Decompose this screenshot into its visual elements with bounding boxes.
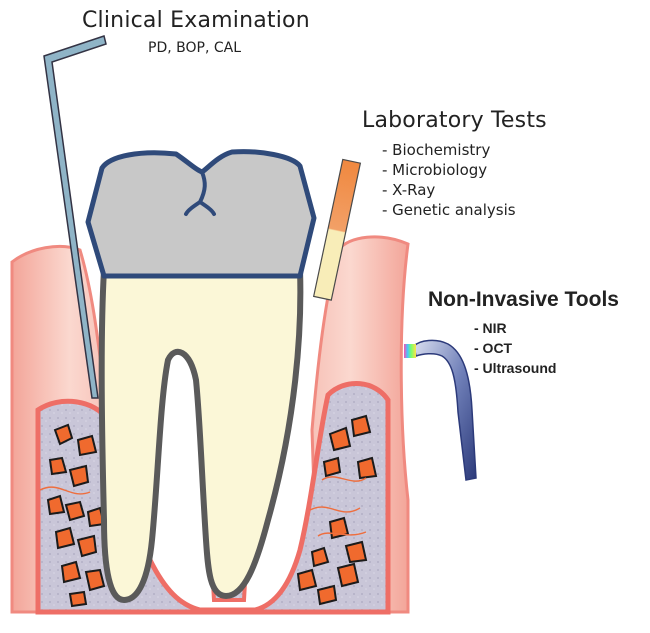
tool-item-nir: - NIR — [474, 318, 556, 338]
lab-item-xray: - X-Ray — [382, 180, 516, 200]
lab-item-biochemistry: - Biochemistry — [382, 140, 516, 160]
tool-item-oct: - OCT — [474, 338, 556, 358]
tool-item-ultrasound: - Ultrasound — [474, 358, 556, 378]
tooth-body — [102, 270, 301, 600]
lab-item-genetic-analysis: - Genetic analysis — [382, 200, 516, 220]
laboratory-tests-list: - Biochemistry - Microbiology - X-Ray - … — [382, 140, 516, 220]
non-invasive-tools-title: Non-Invasive Tools — [428, 288, 619, 312]
clinical-examination-subtitle: PD, BOP, CAL — [148, 40, 241, 56]
clinical-examination-title: Clinical Examination — [82, 8, 310, 33]
non-invasive-tools-list: - NIR - OCT - Ultrasound — [474, 318, 556, 378]
laboratory-tests-title: Laboratory Tests — [362, 108, 547, 133]
lab-item-microbiology: - Microbiology — [382, 160, 516, 180]
